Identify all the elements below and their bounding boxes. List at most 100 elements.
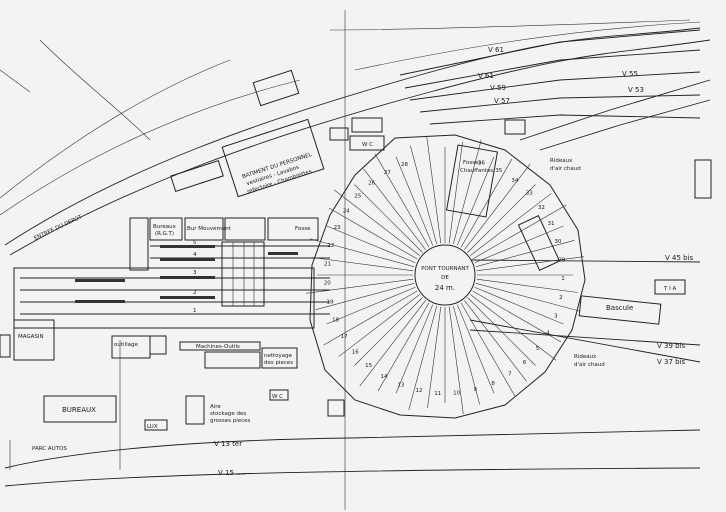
bottom-tracks: V 13 ter V 15 ....: [4, 340, 701, 487]
outillage-label: outillage: [114, 342, 138, 348]
stall-track: [470, 193, 552, 256]
rideaux-bottom-2: d'air chaud: [574, 362, 605, 368]
lux-label: LUX: [147, 424, 158, 430]
stall-number: 4: [546, 330, 550, 336]
right-track-fan: V 61 V 61 V 59 V 57 V 55 V 53 V 45 bis V…: [399, 29, 711, 366]
fosse-label: Fosse: [295, 226, 311, 232]
stall-number: 28: [401, 162, 408, 168]
stall-track: [395, 304, 434, 394]
stall-number: 29: [558, 257, 565, 263]
nettoyage-1: nettoyage: [264, 353, 293, 359]
fosses-label-2: Chauffantes: [460, 168, 493, 174]
stall-track: [475, 282, 581, 312]
cabin-far-right: [694, 159, 712, 199]
stall-track: [474, 225, 564, 264]
entree-label: ENTREE DU DEPOT: [33, 214, 83, 242]
yard-tracks: 5 4 3 2 1: [13, 240, 330, 329]
stall-track: [326, 225, 416, 264]
stall-number: 7: [508, 372, 512, 378]
stall-number: 33: [526, 190, 533, 196]
tour-box: [185, 395, 205, 425]
stall-number: 21: [324, 262, 331, 268]
stall-number: 24: [343, 208, 350, 214]
roundhouse: PONT TOURNANT DE 24 m. 28272625242322212…: [306, 134, 586, 419]
stall-track: [467, 184, 536, 253]
stall-number: 34: [511, 178, 518, 184]
stall-track: [338, 294, 420, 357]
stall-track: [475, 240, 575, 268]
stall-track: [476, 278, 578, 293]
rideaux-bottom-1: Rideaux: [574, 354, 597, 360]
aire-3: grosses pieces: [210, 418, 251, 424]
turntable-diameter: 24 m.: [435, 284, 455, 292]
bureaux-label: BUREAUX: [62, 406, 96, 414]
stall-track: [315, 282, 415, 310]
track-label-v57: V 57: [494, 97, 510, 105]
workshop-block: Bureaux (R.G.T) Bur Mouvement Fosse: [129, 217, 319, 307]
stall-track: [333, 189, 420, 256]
track-label-v55: V 55: [622, 70, 638, 78]
bascule-label: Bascule: [606, 304, 633, 312]
stall-track: [309, 238, 415, 268]
stall-track: [448, 306, 464, 414]
stall-track: [427, 306, 442, 408]
stall-track: [374, 153, 430, 248]
stall-track: [470, 294, 557, 361]
cabin-right: [504, 119, 526, 135]
stall-track: [474, 286, 564, 325]
small-cab-1: [329, 127, 349, 141]
stall-number: 9: [473, 387, 477, 393]
poste-3: 3: [193, 270, 197, 276]
tia-box: [654, 279, 686, 295]
stall-track: [460, 302, 516, 397]
stall-track: [456, 304, 495, 394]
turntable-pit: [414, 244, 476, 306]
approach-tracks: [0, 10, 711, 510]
stall-number: 31: [548, 221, 555, 227]
stall-track: [408, 305, 438, 411]
stall-number: 12: [415, 388, 422, 394]
stall-track: [395, 156, 434, 246]
stall-track: [464, 163, 531, 250]
machines-outils-label: Machines-Outils: [196, 344, 240, 350]
small-cab-2: [351, 117, 383, 133]
stall-number: 35: [495, 168, 502, 174]
track-label-v61: V 61: [478, 72, 494, 80]
magasin-label: MAGASIN: [18, 334, 44, 340]
aire-1: Aire: [210, 404, 221, 410]
stall-track: [359, 300, 426, 387]
track-label-v45: V 45 bis: [665, 254, 694, 262]
bureaux-building: [43, 395, 117, 423]
stall-track: [323, 290, 418, 346]
stall-track: [472, 290, 562, 343]
turntable-title: PONT TOURNANT: [421, 266, 469, 272]
magasin: [13, 319, 55, 361]
bureaux-rgt-2: (R.G.T): [155, 231, 174, 237]
fosses-chauffantes: [445, 144, 499, 218]
stall-number: 15: [365, 363, 372, 369]
stall-number: 6: [523, 360, 527, 366]
stall-number: 2: [559, 295, 563, 301]
track-label-v61-top: V 61: [488, 46, 504, 54]
bascule: [578, 295, 662, 325]
stall-track: [464, 300, 527, 382]
stall-number: 3: [554, 313, 558, 319]
nettoyage-2: des pieces: [264, 360, 293, 366]
stall-number: 22: [327, 243, 334, 249]
turntable-de: DE: [441, 275, 449, 281]
wc-top-box: [349, 135, 385, 151]
track-label-v15: V 15 ....: [218, 469, 245, 477]
stall-number: 11: [434, 391, 441, 397]
poste-4: 4: [193, 252, 197, 258]
stall-number: 19: [326, 299, 333, 305]
stall-number: 25: [354, 194, 361, 200]
stall-number: 36: [478, 161, 485, 167]
stall-track: [472, 204, 567, 260]
stall-track: [410, 145, 438, 245]
wc-bottom-label: W C: [272, 394, 283, 400]
stall-track: [326, 286, 416, 325]
bureaux-rgt-1: Bureaux: [153, 224, 177, 230]
stall-number: 1: [561, 276, 565, 282]
stall-track: [452, 139, 482, 245]
stall-track: [306, 278, 414, 294]
